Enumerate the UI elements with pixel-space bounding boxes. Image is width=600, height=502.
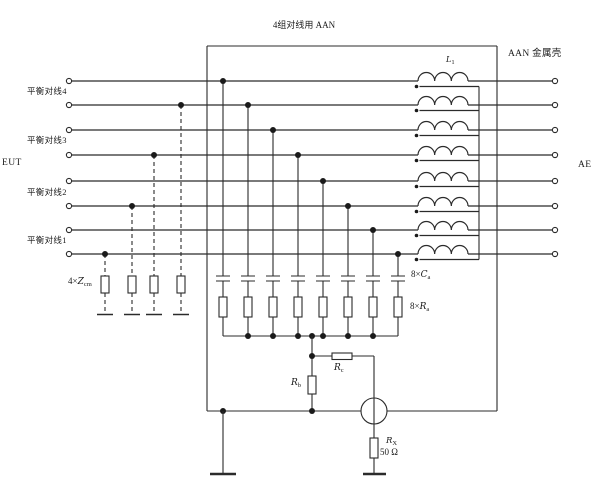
rc-label: Rc <box>334 363 344 374</box>
rb-resistor <box>307 375 317 395</box>
zcm-network <box>96 102 190 316</box>
wire-pair2-b <box>65 196 559 214</box>
ae-label: AE <box>578 160 592 170</box>
pair1-label: 平衡对线1 <box>27 235 67 245</box>
diagram-title: 4组对线用 AAN <box>272 20 336 30</box>
eut-label: EUT <box>2 158 22 168</box>
rx-branch <box>363 437 386 476</box>
rx-value-label: 50 Ω <box>380 447 398 457</box>
balanced-wires <box>65 71 559 262</box>
wire-pair3-b <box>65 145 559 163</box>
enclosure-label: AAN 金属壳 <box>508 49 562 59</box>
l1-label: L1 <box>446 55 455 66</box>
ra-label: 8×Ra <box>410 301 430 313</box>
wire-pair4-b <box>65 95 559 113</box>
pair2-label: 平衡对线2 <box>27 187 67 197</box>
ca-ra-network <box>215 78 406 339</box>
wire-pair4-a <box>65 71 559 89</box>
rb-label: Rb <box>291 378 302 389</box>
ca-label: 8×Ca <box>411 269 431 281</box>
left-ground <box>210 411 236 476</box>
pair4-label: 平衡对线4 <box>27 86 67 96</box>
pair3-label: 平衡对线3 <box>27 135 67 145</box>
rx-label: RX <box>386 436 398 447</box>
zcm-label: 4×Zcm <box>68 276 92 288</box>
aan-enclosure-box <box>206 45 498 412</box>
wire-tap-dots <box>220 78 401 339</box>
wire-pair1-b <box>65 244 559 262</box>
measurement-port-circle <box>360 397 388 425</box>
rb-rc-branch <box>220 336 388 438</box>
wire-pair3-a <box>65 120 559 138</box>
rx-resistor <box>369 437 379 459</box>
wire-pair1-a <box>65 220 559 238</box>
wire-pair2-a <box>65 171 559 189</box>
rc-resistor <box>331 352 353 361</box>
